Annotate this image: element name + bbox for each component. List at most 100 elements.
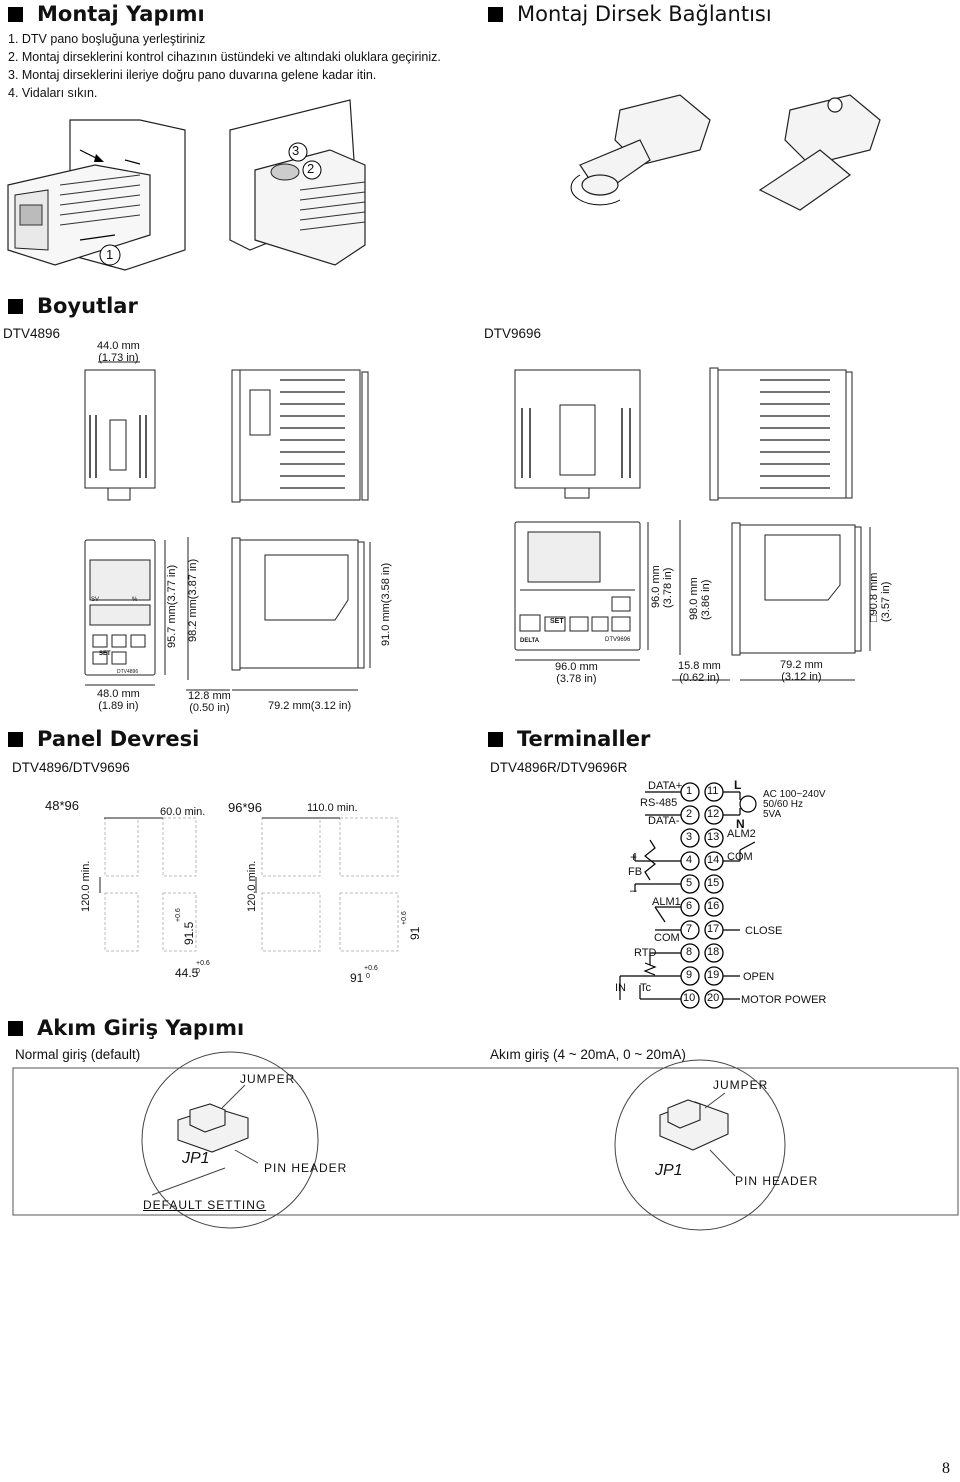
cutout-b-cut-h: 91 — [408, 926, 422, 940]
tol-plus: +0.6 — [196, 960, 210, 967]
cutout-a-cut-w: 44.5 — [175, 966, 199, 980]
term-N: N — [736, 817, 745, 831]
set-label: SET — [99, 651, 111, 657]
term-hz: 50/60 Hz — [763, 799, 804, 810]
akim-heading: Akım Giriş Yapımı — [8, 1016, 244, 1040]
dim-text: (1.89 in) — [98, 700, 139, 712]
jumper-label-right: JUMPER — [713, 1078, 769, 1092]
jp1-label-right: JP1 — [655, 1162, 683, 1179]
cutout-a-label: 48*96 — [45, 798, 79, 813]
page-number: 8 — [942, 1460, 950, 1477]
terminal-number: 2 — [686, 808, 693, 820]
bullet-square-icon — [8, 731, 23, 747]
default-setting-label: DEFAULT SETTING — [143, 1198, 267, 1212]
dim-left-h3: 91.0 mm(3.58 in) — [380, 562, 392, 646]
term-close: CLOSE — [745, 925, 783, 937]
panel-heading: Panel Devresi — [8, 727, 199, 751]
dim-right-h1: 96.0 mm (3.78 in) — [650, 565, 674, 608]
tol-plus: +0.6 — [364, 965, 378, 972]
callout-2: 2 — [307, 161, 315, 176]
panel-title: Panel Devresi — [37, 727, 200, 751]
boyutlar-title: Boyutlar — [37, 294, 138, 318]
model-right: DTV9696 — [484, 326, 542, 341]
terminal-number: 5 — [686, 877, 693, 889]
cutout-a-cut-h: 91.5 — [182, 921, 196, 945]
terminaller-models: DTV4896R/DTV9696R — [490, 760, 628, 775]
tol-zero: 0 — [196, 968, 200, 975]
term-plus: + — [630, 850, 638, 864]
terminal-number: 18 — [707, 946, 720, 958]
sv-label: SV — [91, 597, 100, 603]
cutout-b-cut-w: 91 — [350, 971, 364, 985]
model-left: DTV4896 — [3, 326, 61, 341]
dim-text: 15.8 mm — [678, 660, 721, 672]
terminaller-title: Terminaller — [517, 727, 651, 751]
term-rtd: RTD — [634, 947, 657, 959]
terminal-number: 14 — [707, 854, 720, 866]
pct-label: % — [132, 597, 138, 603]
jp1-label-left: JP1 — [182, 1150, 210, 1167]
term-alm1: ALM1 — [652, 896, 681, 908]
dim-top-mm: 44.0 mm — [97, 340, 140, 352]
montaj-heading: Montaj Yapımı — [8, 2, 205, 26]
dim-left-h1: 95.7 mm(3.77 in) — [166, 564, 178, 648]
dim-left-width: 48.0 mm (1.89 in) — [97, 688, 140, 712]
dim-text: (0.50 in) — [189, 702, 230, 714]
montaj-step: 3. Montaj dirseklerini ileriye doğru pan… — [8, 68, 377, 82]
term-in: IN — [615, 982, 626, 994]
terminal-number: 4 — [686, 854, 693, 866]
pin-header-label-left: PIN HEADER — [264, 1161, 348, 1175]
akim-right-caption: Akım giriş (4 ~ 20mA, 0 ~ 20mA) — [490, 1047, 686, 1062]
montaj-steps: 1. DTV pano boşluğuna yerleştiriniz 2. M… — [8, 30, 448, 102]
dim-text: 96.0 mm — [555, 661, 598, 673]
term-open: OPEN — [743, 971, 775, 983]
bullet-square-icon — [8, 298, 23, 314]
montaj-step: 1. DTV pano boşluğuna yerleştiriniz — [8, 32, 206, 46]
bullet-square-icon — [8, 6, 23, 22]
bullet-square-icon — [488, 731, 503, 747]
terminal-number: 13 — [707, 831, 720, 843]
dim-text: 48.0 mm — [97, 688, 140, 700]
terminal-number: 7 — [686, 923, 693, 935]
terminal-number: 15 — [707, 877, 720, 889]
dim-text: (3.86 in) — [700, 579, 712, 620]
term-rs485: RS-485 — [640, 797, 678, 809]
terminal-number: 3 — [686, 831, 693, 843]
dim-text: 12.8 mm — [188, 690, 231, 702]
set-label-big: SET — [550, 618, 564, 625]
terminal-number: 20 — [707, 992, 720, 1004]
dim-right-width: 96.0 mm (3.78 in) — [555, 661, 598, 685]
terminal-number: 11 — [707, 785, 719, 797]
akim-left-caption: Normal giriş (default) — [15, 1047, 141, 1062]
terminal-number: 10 — [683, 992, 696, 1004]
terminal-number: 19 — [707, 969, 720, 981]
term-fb: FB — [628, 866, 643, 878]
terminal-number: 17 — [707, 923, 720, 935]
model-small-label: DTV4896 — [117, 669, 139, 675]
term-motor: MOTOR POWER — [741, 994, 827, 1006]
term-tc: Tc — [640, 982, 651, 994]
terminal-number: 6 — [686, 900, 693, 912]
dim-right-h3: □90.8 mm (3.57 in) — [868, 573, 892, 622]
term-va: 5VA — [763, 809, 782, 820]
bullet-square-icon — [8, 1020, 23, 1036]
cutout-b-label: 96*96 — [228, 800, 262, 815]
cutout-b-min-w: 110.0 min. — [307, 802, 358, 814]
akim-title: Akım Giriş Yapımı — [37, 1016, 245, 1040]
terminal-number: 9 — [686, 969, 693, 981]
brand-label: DELTA — [520, 638, 540, 644]
callout-1: 1 — [106, 247, 114, 262]
term-ac: AC 100~240V — [763, 789, 826, 800]
dirsek-title: Montaj Dirsek Bağlantısı — [517, 2, 772, 26]
term-alm2: ALM2 — [727, 828, 756, 840]
tol-plus: +0.6 — [175, 908, 182, 922]
dim-right-h2: 98.0 mm (3.86 in) — [688, 577, 712, 620]
model-big-label: DTV9696 — [605, 637, 631, 643]
cutout-a-min-h: 120.0 min. — [80, 860, 92, 912]
pin-header-label-right: PIN HEADER — [735, 1174, 819, 1188]
terminal-number: 8 — [686, 946, 693, 958]
cutout-a-min-w: 60.0 min. — [160, 806, 206, 818]
montaj-title: Montaj Yapımı — [37, 2, 205, 26]
term-minus: – — [630, 883, 637, 897]
dim-right-d1: 15.8 mm (0.62 in) — [678, 660, 721, 684]
